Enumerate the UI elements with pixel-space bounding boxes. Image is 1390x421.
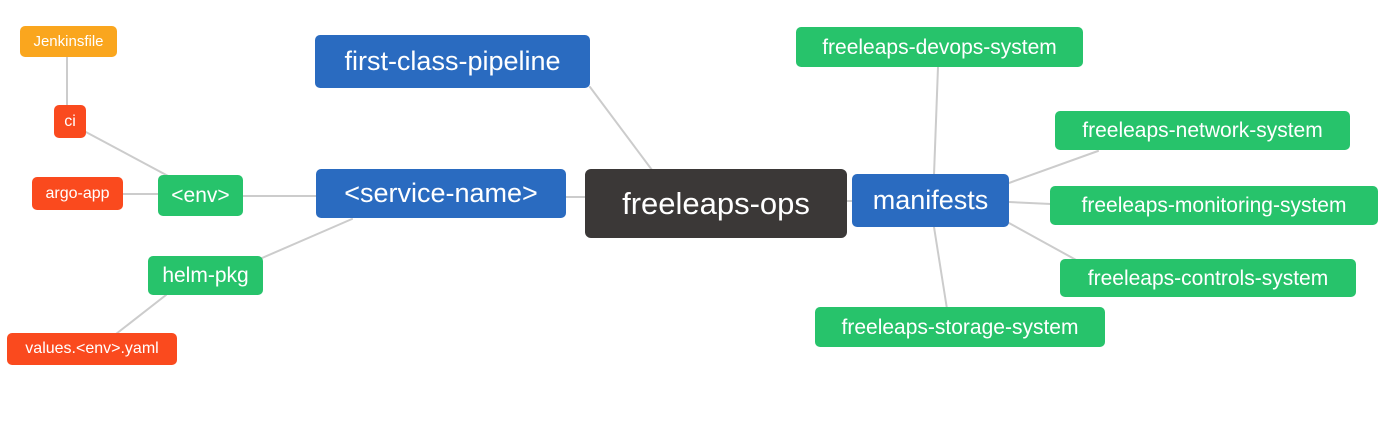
edge-manifests-storage-system — [933, 226, 948, 310]
node-helm-pkg[interactable]: helm-pkg — [148, 256, 263, 295]
edge-ci-env — [83, 130, 171, 178]
node-ci[interactable]: ci — [54, 105, 86, 138]
edge-helm-pkg-service-name — [261, 218, 353, 259]
edge-manifests-devops-system — [933, 66, 939, 176]
node-values-env-yaml[interactable]: values.<env>.yaml — [7, 333, 177, 365]
edge-manifests-controls-system — [1008, 222, 1079, 262]
node-freeleaps-controls-system[interactable]: freeleaps-controls-system — [1060, 259, 1356, 297]
node-freeleaps-monitoring-system[interactable]: freeleaps-monitoring-system — [1050, 186, 1378, 225]
node-first-class-pipeline[interactable]: first-class-pipeline — [315, 35, 590, 88]
edge-manifests-network-system — [1008, 150, 1099, 184]
node-argo-app[interactable]: argo-app — [32, 177, 123, 210]
node-freeleaps-storage-system[interactable]: freeleaps-storage-system — [815, 307, 1105, 347]
node-env[interactable]: <env> — [158, 175, 243, 216]
node-freeleaps-network-system[interactable]: freeleaps-network-system — [1055, 111, 1350, 150]
edge-manifests-monitoring-system — [1008, 201, 1052, 205]
edge-helm-pkg-values-env-yaml — [115, 294, 167, 335]
node-freeleaps-ops[interactable]: freeleaps-ops — [585, 169, 847, 238]
node-manifests[interactable]: manifests — [852, 174, 1009, 227]
node-freeleaps-devops-system[interactable]: freeleaps-devops-system — [796, 27, 1083, 67]
edge-first-class-pipeline-freeleaps-ops — [589, 86, 653, 171]
node-jenkinsfile[interactable]: Jenkinsfile — [20, 26, 117, 57]
node-service-name[interactable]: <service-name> — [316, 169, 566, 218]
